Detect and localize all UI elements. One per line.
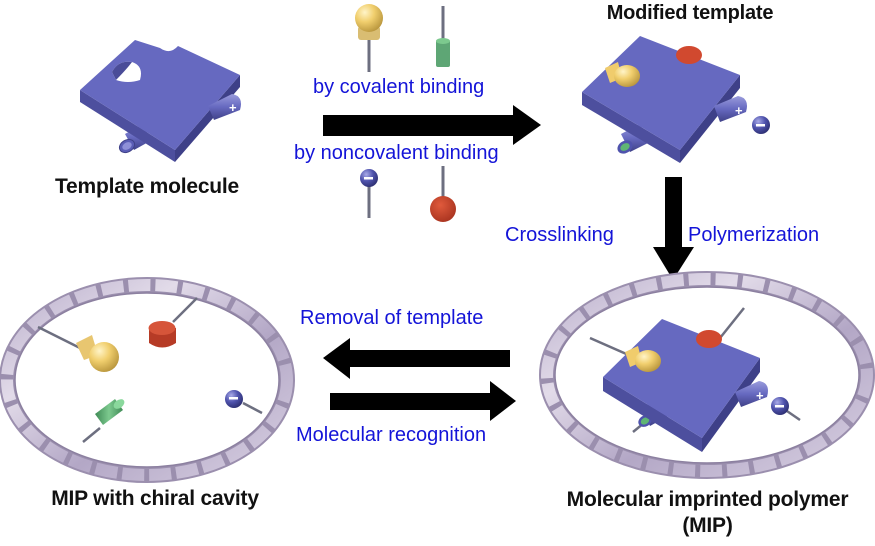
label-removal-of-template: Removal of template bbox=[300, 307, 484, 329]
monomer-red-disc bbox=[430, 166, 456, 222]
label-mip-cavity: MIP with chiral cavity bbox=[51, 487, 259, 510]
recognition-arrow bbox=[330, 381, 516, 421]
monomer-yellow-bulb bbox=[355, 4, 383, 72]
label-covalent-binding: by covalent binding bbox=[313, 76, 485, 98]
label-molecular-recognition: Molecular recognition bbox=[296, 424, 487, 446]
cavity-anion bbox=[225, 390, 243, 408]
positive-charge-icon: + bbox=[735, 103, 743, 118]
label-noncovalent-binding: by noncovalent binding bbox=[294, 142, 499, 164]
modified-template: + bbox=[582, 36, 770, 163]
binding-arrow bbox=[323, 105, 541, 145]
removal-arrow bbox=[323, 338, 510, 379]
negative-charge-icon bbox=[364, 177, 373, 180]
label-mip-line2: (MIP) bbox=[682, 514, 733, 537]
cavity-green-cylinder bbox=[95, 399, 125, 425]
template-molecule: + bbox=[80, 40, 241, 162]
polymerization-arrow bbox=[653, 177, 694, 280]
negative-charge-icon bbox=[775, 405, 784, 408]
negative-charge-icon bbox=[756, 124, 765, 127]
label-mip-line1: Molecular imprinted polymer bbox=[566, 488, 849, 511]
label-crosslinking: Crosslinking bbox=[505, 224, 614, 246]
label-polymerization: Polymerization bbox=[688, 224, 820, 246]
polymer-ring bbox=[539, 271, 875, 479]
template-positive-stub: + bbox=[208, 94, 241, 120]
mip-polymer: + bbox=[539, 271, 875, 479]
label-template-molecule: Template molecule bbox=[54, 175, 240, 198]
negative-charge-icon bbox=[229, 397, 238, 400]
positive-charge-icon: + bbox=[756, 388, 764, 403]
mip-cavity bbox=[0, 277, 295, 483]
cavity-red-cylinder bbox=[148, 321, 176, 348]
monomer-anion bbox=[360, 169, 378, 218]
label-modified-template: Modified template bbox=[606, 2, 774, 24]
positive-charge-icon: + bbox=[229, 100, 237, 115]
cavity-yellow-bulb bbox=[76, 335, 119, 372]
monomer-green-cylinder bbox=[436, 6, 450, 67]
polymer-ring-empty bbox=[0, 277, 295, 483]
